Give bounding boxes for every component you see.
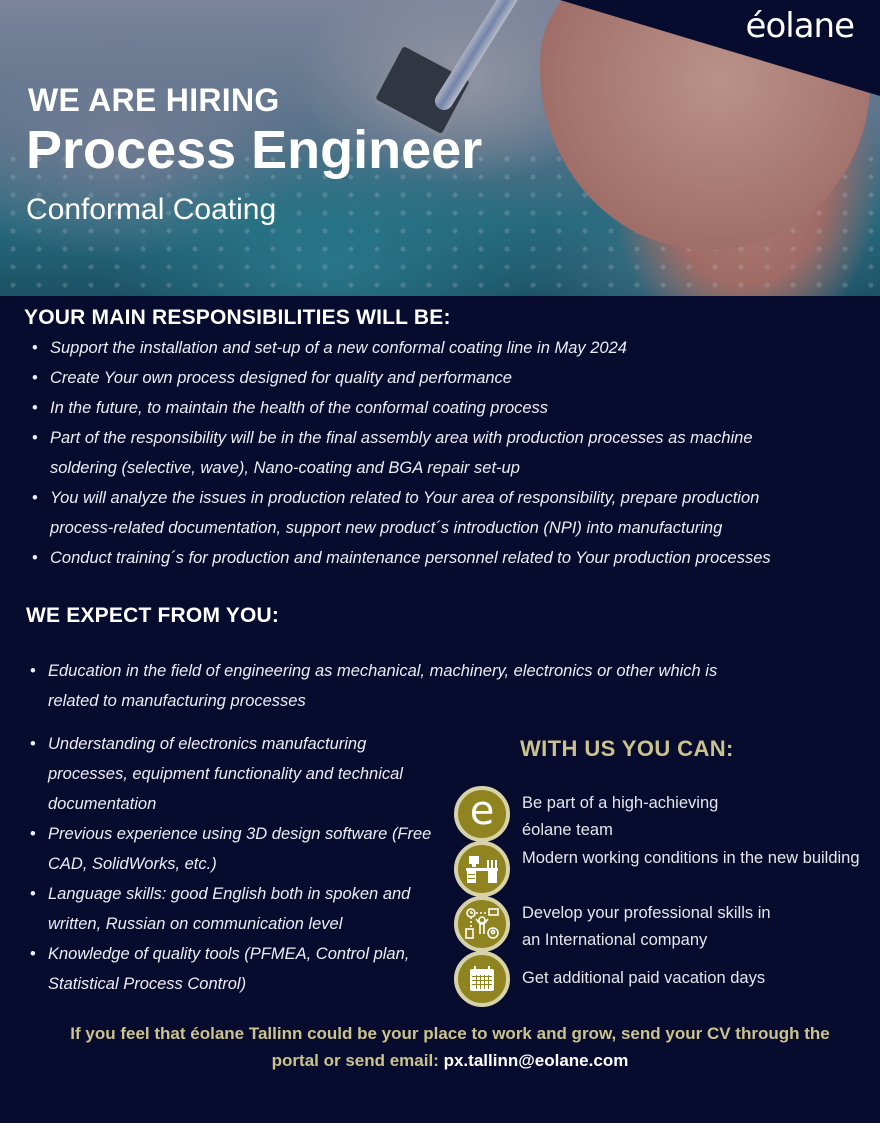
responsibility-item: Conduct training´s for production and ma… [26, 543, 866, 573]
job-subtitle: Conformal Coating [26, 193, 277, 226]
responsibility-item: Create Your own process designed for qua… [26, 363, 866, 393]
logo-text: éolane [745, 6, 855, 46]
benefit-text: Be part of a high-achieving éolane team [522, 794, 719, 839]
expectation-item: Language skills: good English both in sp… [24, 879, 434, 939]
contact-email-link[interactable]: px.tallinn@eolane.com [443, 1051, 629, 1070]
expectations-list-top: Education in the field of engineering as… [24, 656, 844, 716]
expectations-list: Understanding of electronics manufacturi… [24, 729, 434, 999]
call-to-action: If you feel that éolane Tallinn could be… [60, 1020, 840, 1074]
hero-banner: éolane WE ARE HIRING Process Engineer Co… [0, 0, 880, 296]
benefits-title: WITH US YOU CAN: [520, 736, 734, 761]
benefit-text: Modern working conditions in the new bui… [522, 849, 860, 867]
office-desk-icon [454, 841, 510, 897]
benefit-item: Develop your professional skills in an I… [454, 896, 874, 952]
benefit-text: Get additional paid vacation days [522, 969, 766, 987]
calendar-icon [454, 951, 510, 1007]
hero-text: WE ARE HIRING Process Engineer Conformal… [26, 80, 482, 230]
expectation-item: Knowledge of quality tools (PFMEA, Contr… [24, 939, 434, 999]
benefit-item: Modern working conditions in the new bui… [454, 841, 874, 897]
benefits-list: e Be part of a high-achieving éolane tea… [454, 786, 874, 1007]
hiring-kicker: WE ARE HIRING [28, 82, 280, 118]
eolane-e-icon: e [454, 786, 510, 842]
job-title: Process Engineer [26, 120, 483, 180]
responsibility-item: You will analyze the issues in productio… [26, 483, 816, 543]
expectation-item: Previous experience using 3D design soft… [24, 819, 434, 879]
responsibility-item: Part of the responsibility will be in th… [26, 423, 816, 483]
benefit-text: Develop your professional skills in an I… [522, 904, 771, 949]
expectation-item: Understanding of electronics manufacturi… [24, 729, 434, 819]
professional-development-icon [454, 896, 510, 952]
responsibility-item: In the future, to maintain the health of… [26, 393, 866, 423]
responsibility-item: Support the installation and set-up of a… [26, 333, 866, 363]
benefit-item: e Be part of a high-achieving éolane tea… [454, 786, 874, 842]
expectations-title: WE EXPECT FROM YOU: [26, 604, 280, 627]
eolane-logo: éolane [745, 6, 855, 46]
responsibilities-title: YOUR MAIN RESPONSIBILITIES WILL BE: [24, 306, 451, 329]
benefit-item: Get additional paid vacation days [454, 951, 874, 1007]
expectation-item: Education in the field of engineering as… [24, 656, 764, 716]
cta-text: If you feel that éolane Tallinn could be… [70, 1024, 830, 1070]
responsibilities-list: Support the installation and set-up of a… [26, 333, 866, 573]
